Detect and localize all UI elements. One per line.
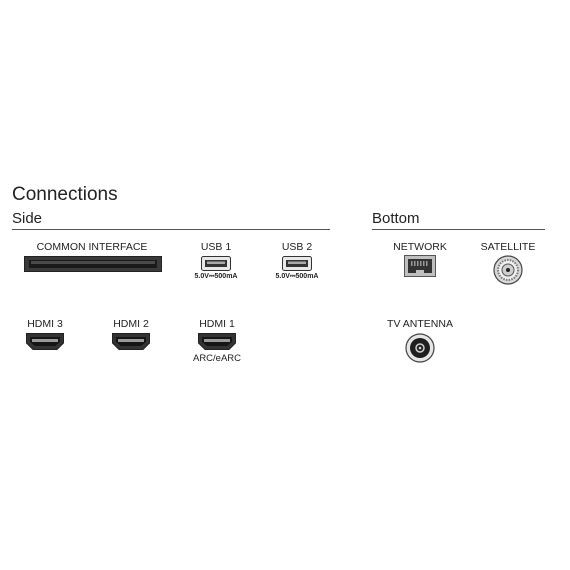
common-interface-label: COMMON INTERFACE [36,241,148,253]
bottom-divider [372,229,545,230]
hdmi1-label: HDMI 1 [199,318,235,330]
usb1-port-icon [201,256,231,271]
page-title: Connections [12,184,118,205]
hdmi1-note: ARC/eARC [192,353,242,364]
tv-antenna-port-icon [405,333,435,363]
common-interface-slot-icon [24,256,162,272]
hdmi1-port-icon [198,333,236,350]
hdmi3-label: HDMI 3 [27,318,63,330]
network-port-icon [404,255,436,277]
satellite-label: SATELLITE [480,241,536,253]
usb2-label: USB 2 [281,241,313,253]
section-heading-side: Side [12,210,43,227]
tv-antenna-label: TV ANTENNA [387,318,453,330]
usb1-spec: 5.0V⎓500mA [194,273,238,280]
usb2-spec: 5.0V⎓500mA [275,273,319,280]
usb1-label: USB 1 [200,241,232,253]
usb2-port-icon [282,256,312,271]
side-divider [12,229,330,230]
hdmi2-port-icon [112,333,150,350]
network-label: NETWORK [393,241,447,253]
section-heading-bottom: Bottom [372,210,420,227]
satellite-port-icon [493,255,523,285]
hdmi3-port-icon [26,333,64,350]
hdmi2-label: HDMI 2 [113,318,149,330]
